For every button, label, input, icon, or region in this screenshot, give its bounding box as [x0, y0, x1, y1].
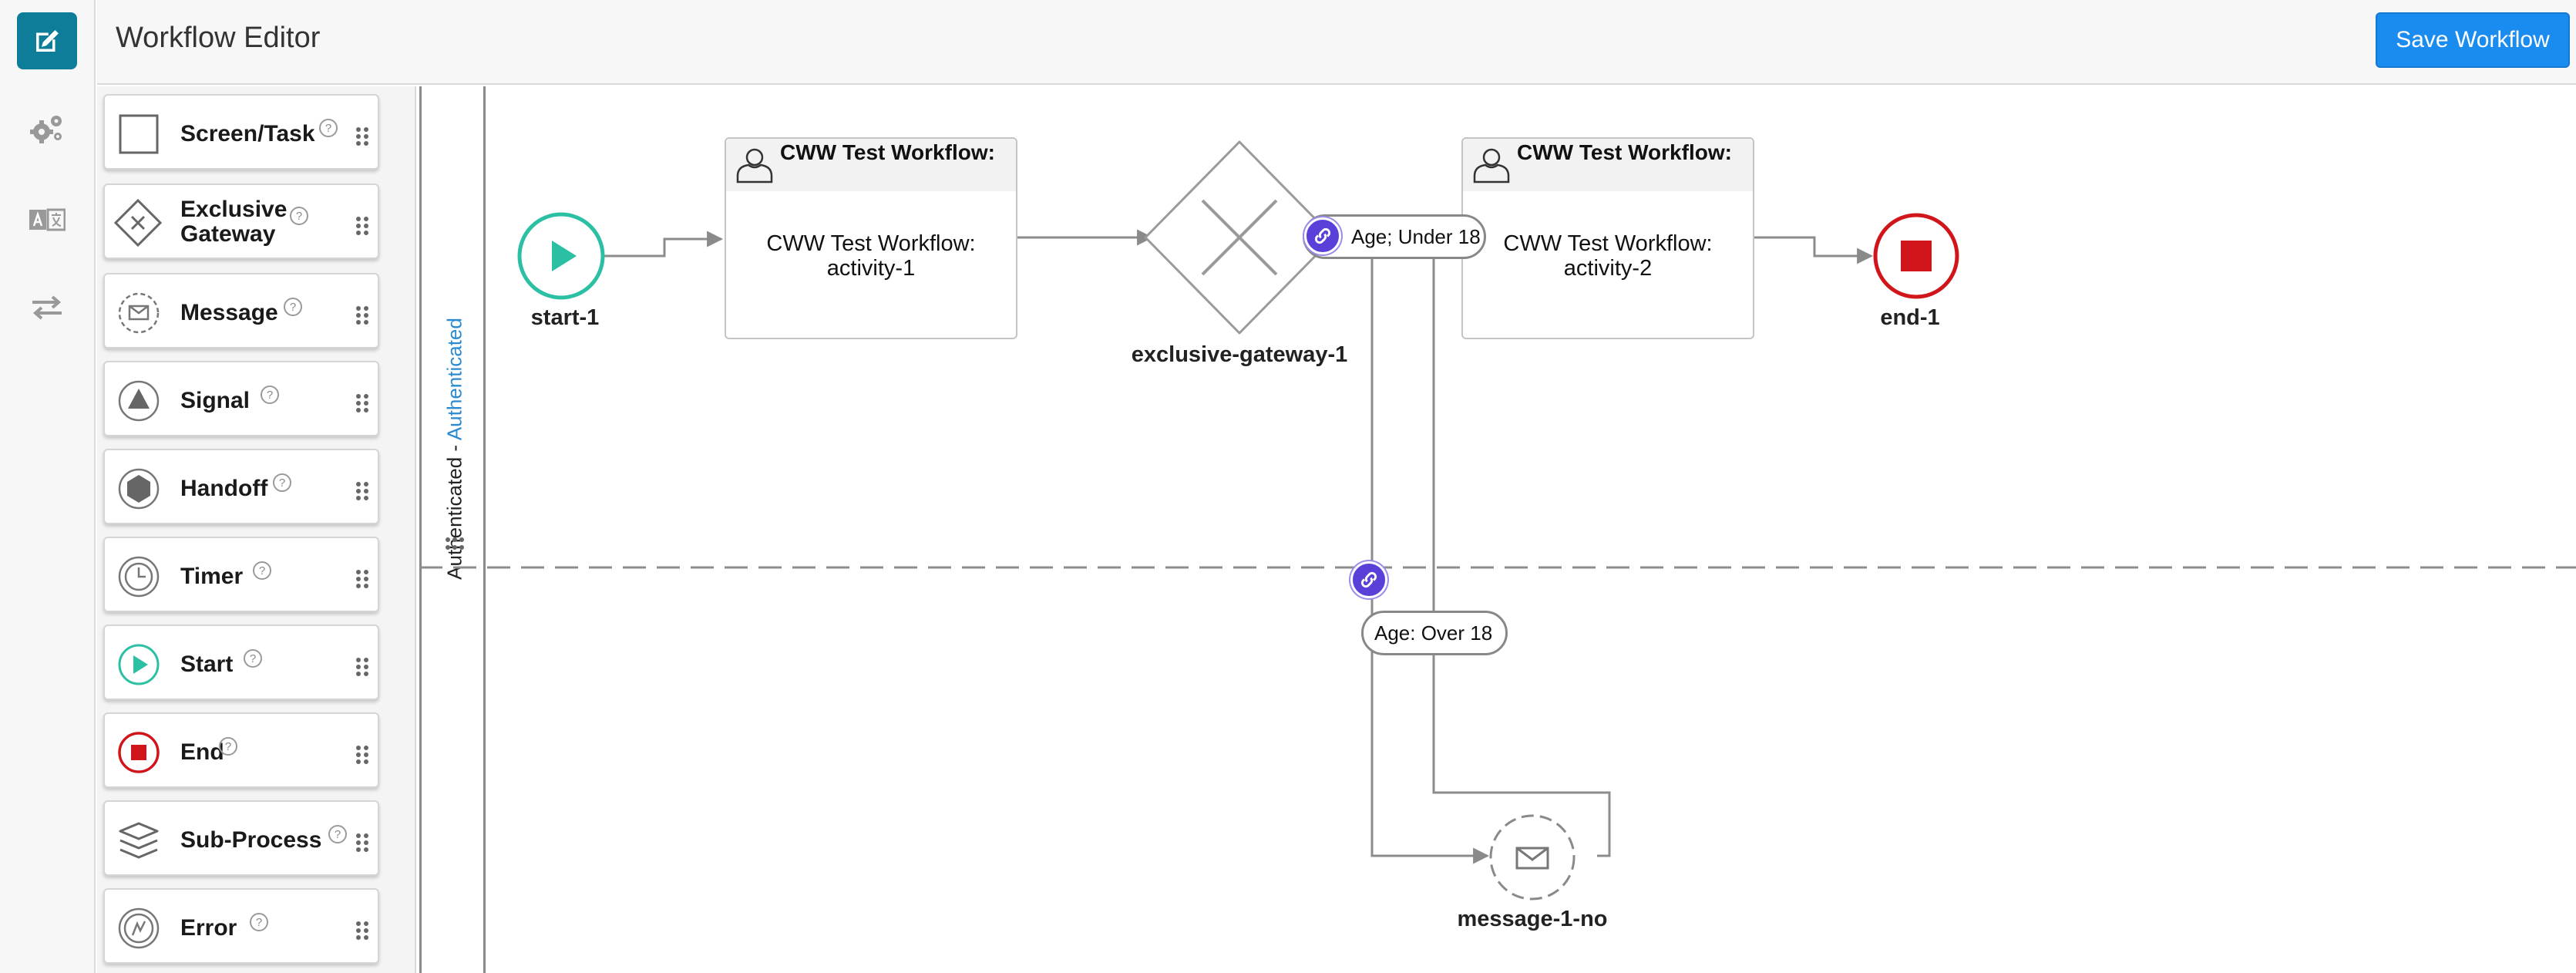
editor-rail-button[interactable]: [17, 12, 77, 69]
help-icon[interactable]: ?: [261, 385, 279, 404]
exclusive-gateway-shape[interactable]: [1141, 137, 1338, 338]
drag-handle-icon[interactable]: [355, 126, 370, 146]
screen-task-icon: [119, 114, 159, 154]
error-icon: [118, 907, 160, 949]
exclusive-gateway-icon: [113, 198, 163, 247]
task-activity-2[interactable]: CWW Test Workflow: CWW Test Workflow: ac…: [1461, 137, 1754, 339]
gateway-label: exclusive-gateway-1: [1131, 342, 1348, 367]
settings-rail-button[interactable]: [17, 100, 77, 157]
help-icon[interactable]: ?: [253, 561, 271, 580]
drag-handle-icon[interactable]: [355, 921, 370, 941]
start-event-icon[interactable]: [516, 211, 606, 301]
task-header: CWW Test Workflow:: [726, 139, 1016, 191]
palette-item-label: Timer: [180, 564, 244, 589]
transfer-rail-button[interactable]: [17, 279, 77, 336]
task-title: CWW Test Workflow:: [780, 140, 995, 164]
start-event-label: start-1: [530, 305, 600, 330]
link-icon: [1360, 571, 1377, 588]
link-icon: [1314, 227, 1331, 244]
help-icon[interactable]: ?: [319, 119, 338, 137]
gears-icon: [30, 116, 62, 143]
palette-item-label: Signal: [180, 388, 251, 413]
task-title: CWW Test Workflow:: [1517, 140, 1732, 164]
end-event-icon[interactable]: [1871, 211, 1961, 301]
help-icon[interactable]: ?: [284, 298, 302, 316]
flow-gateway-to-message-alt[interactable]: [1432, 258, 1611, 857]
palette-item-sub-process[interactable]: Sub-Process ?: [103, 800, 379, 876]
help-icon[interactable]: ?: [219, 737, 237, 756]
palette-item-screen-task[interactable]: Screen/Task ?: [103, 94, 379, 170]
palette-item-end[interactable]: End ?: [103, 712, 379, 788]
editor-header: Workflow Editor Save Workflow: [97, 0, 2576, 85]
palette-item-error[interactable]: Error ?: [103, 888, 379, 964]
palette-item-handoff[interactable]: Handoff ?: [103, 449, 379, 524]
swimlane-header[interactable]: Authenticated - Authenticated: [419, 86, 486, 973]
help-icon[interactable]: ?: [244, 649, 262, 668]
timer-icon: [118, 556, 160, 598]
flow-start-to-task1[interactable]: [604, 231, 724, 258]
palette-item-label: Screen/Task: [180, 121, 315, 146]
task-activity-1[interactable]: CWW Test Workflow: CWW Test Workflow: ac…: [725, 137, 1017, 339]
page-title: Workflow Editor: [116, 22, 321, 54]
end-event-label: end-1: [1880, 305, 1940, 330]
message-event-icon[interactable]: [1488, 813, 1577, 902]
transfer-arrows-icon: [32, 295, 62, 320]
user-task-icon: [1473, 148, 1510, 183]
drag-handle-icon[interactable]: [355, 216, 370, 236]
link-badge[interactable]: [1304, 217, 1341, 254]
palette-item-exclusive-gateway[interactable]: Exclusive Gateway ?: [103, 183, 379, 259]
drag-handle-icon[interactable]: [355, 305, 370, 325]
palette-item-label: Message: [180, 300, 278, 325]
task-name: CWW Test Workflow: activity-1: [766, 231, 976, 281]
app-rail: [0, 0, 96, 973]
user-task-icon: [736, 148, 773, 183]
edge-label-over-18[interactable]: Age: Over 18: [1361, 611, 1508, 655]
flow-task2-to-end[interactable]: [1754, 236, 1874, 264]
palette-item-label: Sub-Process: [180, 827, 322, 853]
drag-handle-icon[interactable]: [355, 569, 370, 589]
edge-condition-text: Age; Under 18: [1351, 224, 1481, 248]
lane-drag-handle-icon[interactable]: [445, 537, 465, 550]
palette-item-label: Exclusive Gateway: [180, 197, 288, 247]
drag-handle-icon[interactable]: [355, 481, 370, 501]
message-icon: [118, 292, 160, 334]
edge-condition-text: Age: Over 18: [1374, 621, 1493, 645]
drag-handle-icon[interactable]: [355, 393, 370, 413]
palette-item-timer[interactable]: Timer ?: [103, 537, 379, 612]
translate-icon: [29, 208, 66, 231]
link-badge[interactable]: [1350, 561, 1387, 598]
palette-item-start[interactable]: Start ?: [103, 625, 379, 700]
editor-icon: [36, 30, 59, 52]
drag-handle-icon[interactable]: [355, 833, 370, 853]
flow-gateway-to-message[interactable]: [1370, 258, 1490, 864]
translate-rail-button[interactable]: [17, 191, 77, 248]
element-palette: Screen/Task ? Exclusive Gateway ? Messag…: [97, 86, 416, 973]
palette-item-label: End: [180, 739, 224, 765]
palette-item-signal[interactable]: Signal ?: [103, 361, 379, 436]
help-icon[interactable]: ?: [250, 913, 268, 931]
message-event-label: message-1-no: [1457, 907, 1608, 931]
palette-item-message[interactable]: Message ?: [103, 273, 379, 348]
end-icon: [118, 732, 160, 773]
task-name: CWW Test Workflow: activity-2: [1503, 231, 1713, 281]
workflow-canvas[interactable]: Authenticated - Authenticated start-1: [416, 86, 2576, 973]
save-workflow-button[interactable]: Save Workflow: [2376, 12, 2570, 68]
handoff-icon: [118, 468, 160, 510]
help-icon[interactable]: ?: [290, 207, 308, 225]
help-icon[interactable]: ?: [273, 473, 291, 492]
sub-process-icon: [119, 822, 159, 859]
drag-handle-icon[interactable]: [355, 745, 370, 765]
palette-item-label: Start: [180, 651, 234, 677]
signal-icon: [118, 380, 160, 422]
help-icon[interactable]: ?: [328, 825, 347, 843]
task-header: CWW Test Workflow:: [1463, 139, 1753, 191]
palette-item-label: Error: [180, 915, 237, 941]
start-icon: [118, 644, 160, 685]
drag-handle-icon[interactable]: [355, 657, 370, 677]
palette-item-label: Handoff: [180, 476, 268, 501]
